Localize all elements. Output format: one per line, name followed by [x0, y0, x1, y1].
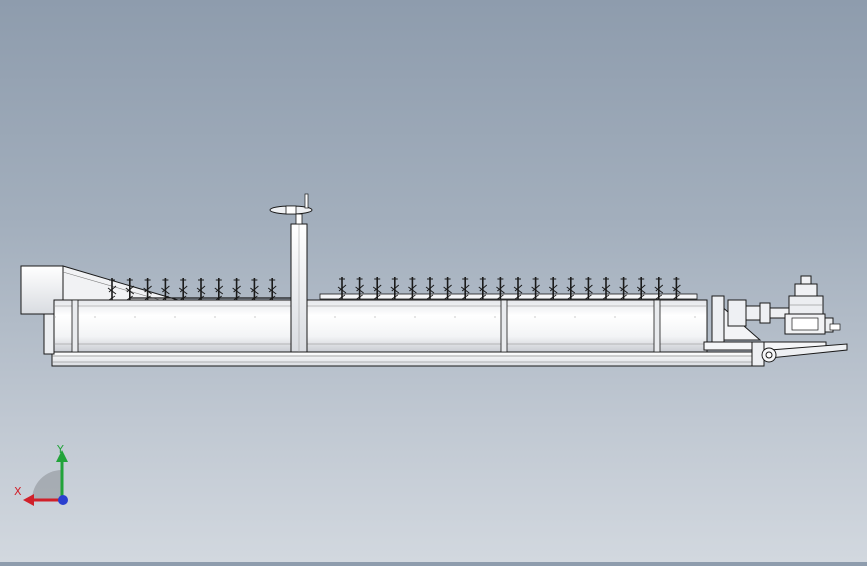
stirring-paddle — [548, 277, 558, 300]
paddle-row — [107, 277, 681, 301]
stirring-paddle — [232, 278, 241, 301]
stirring-paddle — [372, 277, 382, 300]
stirring-paddle — [460, 277, 470, 300]
top-rails — [130, 293, 698, 300]
base-frame — [51, 351, 756, 367]
stirring-paddle — [478, 277, 488, 300]
stirring-paddle — [355, 277, 364, 300]
stirring-paddle — [513, 277, 523, 300]
stirring-paddle — [584, 277, 593, 300]
x-axis-label: X — [14, 485, 22, 498]
triad-quadrant — [32, 470, 62, 500]
z-axis-dot — [58, 495, 68, 505]
stirring-paddle — [125, 278, 135, 301]
stirring-paddle — [143, 278, 152, 301]
stirring-paddle — [390, 277, 400, 300]
stirring-paddle — [496, 277, 505, 300]
y-arrow-head — [56, 450, 68, 462]
x-arrow-head — [23, 494, 34, 506]
stirring-paddle — [425, 277, 435, 300]
stirring-paddle — [654, 277, 664, 300]
stirring-paddle — [267, 278, 277, 301]
stirring-paddle — [672, 277, 681, 300]
handwheel-column — [269, 193, 313, 353]
stirring-paddle — [337, 277, 347, 300]
stirring-paddle — [161, 278, 170, 301]
y-axis-label: Y — [56, 443, 64, 456]
motor-gearbox — [784, 275, 841, 335]
stirring-paddle — [214, 278, 224, 301]
stirring-paddle — [196, 278, 206, 301]
stirring-paddle — [601, 277, 611, 300]
trough-tube — [53, 299, 708, 353]
stirring-paddle — [107, 278, 117, 301]
stirring-paddle — [443, 277, 452, 300]
stirring-paddle — [250, 278, 259, 301]
stirring-paddle — [408, 277, 417, 300]
stirring-paddle — [531, 277, 540, 300]
stirring-paddle — [566, 277, 576, 300]
inlet-hopper — [20, 265, 179, 355]
stirring-paddle — [619, 277, 628, 300]
stirring-paddle — [636, 277, 646, 300]
drive-bracket — [703, 295, 848, 367]
coordinate-triad: Y X — [10, 440, 80, 510]
stirring-paddle — [178, 278, 188, 301]
